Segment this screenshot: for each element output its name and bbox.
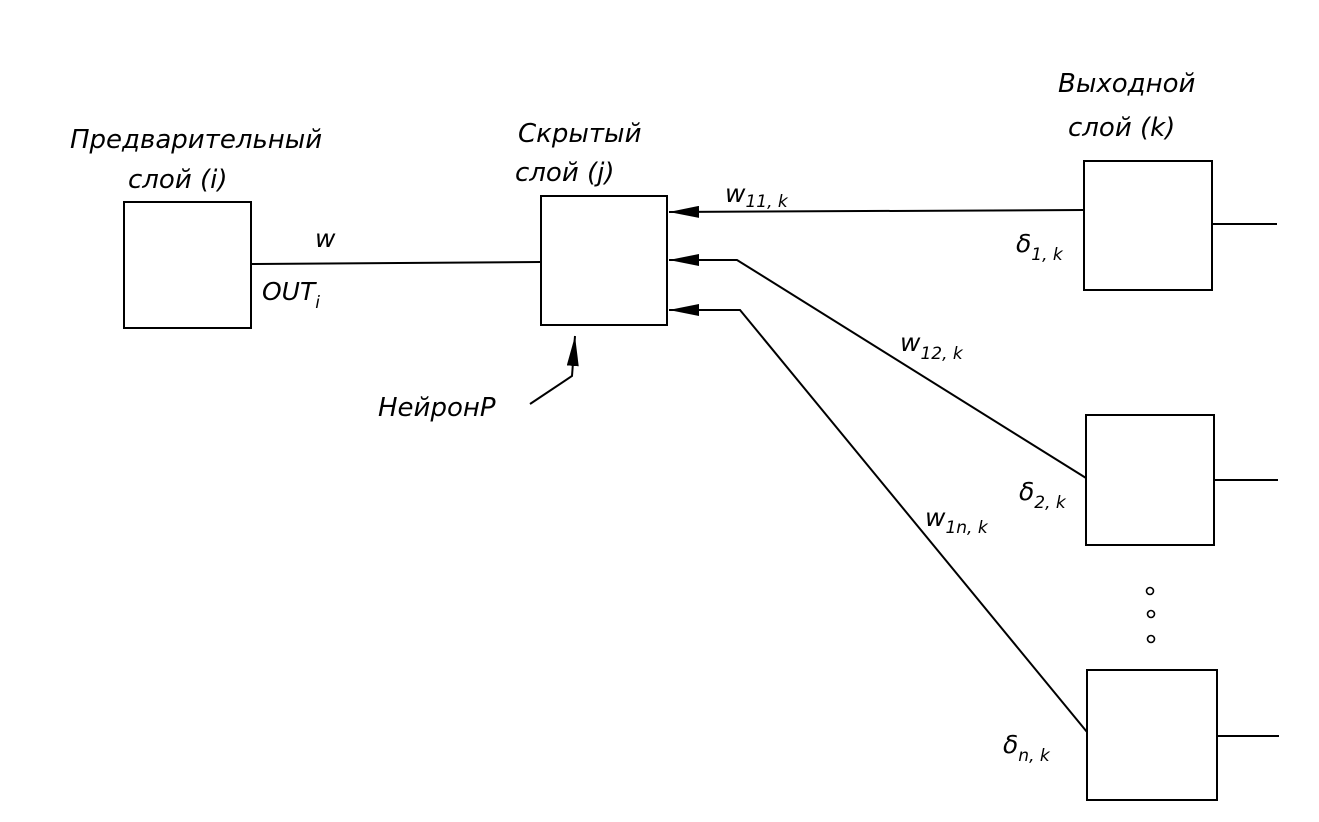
output-neuron-n xyxy=(1086,669,1218,801)
neuron-p-pointer xyxy=(529,335,579,405)
w11-subscript: 11, k xyxy=(745,192,788,212)
w12-main: w xyxy=(900,328,921,357)
w1n-subscript: 1n, k xyxy=(945,518,988,538)
out-subscript: i xyxy=(315,293,320,313)
ellipsis-dot-1 xyxy=(1145,586,1155,596)
delta-2-label: δ2, k xyxy=(1019,477,1067,513)
neuron-p-label: НейронP xyxy=(378,393,496,423)
output-neuron-1 xyxy=(1083,160,1213,291)
w12-label: w12, k xyxy=(900,328,964,364)
input-to-hidden-line xyxy=(250,261,542,265)
w1n-main: w xyxy=(925,503,946,532)
delta-1-main: δ xyxy=(1016,229,1031,258)
hidden-neuron xyxy=(540,195,668,326)
out-main: OUT xyxy=(262,277,317,306)
output-neuron-2 xyxy=(1085,414,1215,546)
ellipsis-dot-2 xyxy=(1146,609,1156,619)
hidden-layer-title-line1: Скрытый xyxy=(518,119,641,149)
w1n-label: w1n, k xyxy=(925,503,989,538)
w11-main: w xyxy=(725,179,746,208)
input-neuron xyxy=(123,201,252,329)
delta-n-main: δ xyxy=(1003,730,1018,759)
output-layer-title-line2: слой (k) xyxy=(1068,113,1175,143)
w12-subscript: 12, k xyxy=(920,344,963,364)
w1n-connection xyxy=(669,304,1088,733)
delta-1-label: δ1, k xyxy=(1016,229,1064,265)
delta-2-main: δ xyxy=(1019,477,1034,506)
delta-2-subscript: 2, k xyxy=(1034,493,1067,513)
w11-connection xyxy=(668,205,1085,218)
ellipsis-dot-3 xyxy=(1146,634,1156,644)
input-layer-title-line1: Предварительный xyxy=(70,125,322,155)
delta-n-subscript: n, k xyxy=(1018,746,1051,766)
w12-connection xyxy=(669,254,1087,479)
w-label: w xyxy=(315,224,336,253)
out-label: OUTi xyxy=(262,277,320,313)
delta-n-label: δn, k xyxy=(1003,730,1051,766)
w11-label: w11, k xyxy=(725,179,789,212)
hidden-layer-title-line2: слой (j) xyxy=(515,158,615,188)
output-layer-title-line1: Выходной xyxy=(1058,69,1195,99)
delta-1-subscript: 1, k xyxy=(1031,245,1064,265)
input-layer-title-line2: слой (i) xyxy=(128,165,228,195)
